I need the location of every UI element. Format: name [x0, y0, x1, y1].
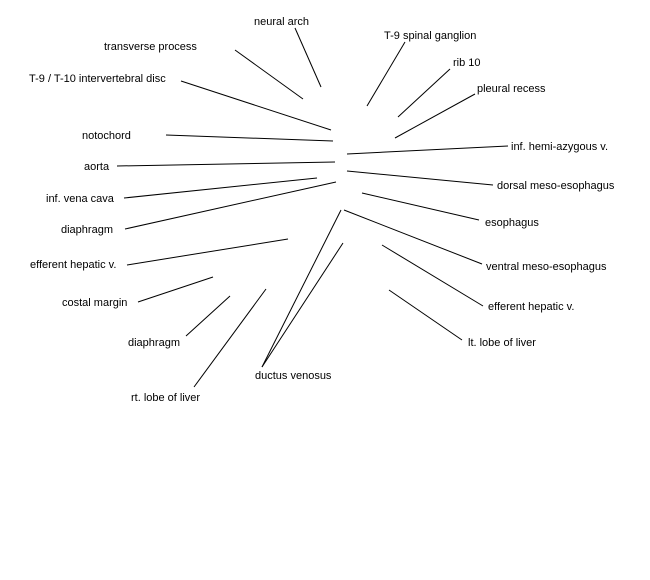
label-dorsal-meso-esophagus: dorsal meso-esophagus: [497, 180, 615, 192]
leader-dorsal-meso-esophagus: [346, 170, 494, 186]
label-esophagus: esophagus: [485, 217, 539, 229]
label-neural-arch: neural arch: [254, 16, 309, 28]
labels: neural arch transverse process T-9 / T-1…: [29, 16, 615, 404]
leader-lines: [116, 27, 509, 388]
leader-efferent-hepatic-right: [381, 244, 484, 307]
leader-rib-10: [397, 68, 451, 118]
leader-ventral-meso-esophagus: [343, 209, 483, 265]
label-notochord: notochord: [82, 130, 131, 142]
label-inf-vena-cava: inf. vena cava: [46, 193, 115, 205]
label-rt-lobe-liver: rt. lobe of liver: [131, 392, 200, 404]
leader-inf-vena-cava: [123, 177, 318, 199]
leader-spinal-ganglion: [366, 41, 406, 107]
leader-aorta: [116, 161, 336, 167]
leader-rt-lobe-liver: [193, 288, 267, 388]
label-aorta: aorta: [84, 161, 110, 173]
leader-transverse-process: [234, 49, 304, 100]
leader-ductus-venosus-1: [261, 209, 342, 368]
leader-diaphragm-left: [124, 181, 337, 230]
leader-efferent-hepatic-left: [126, 238, 289, 266]
label-inf-hemi-azygous: inf. hemi-azygous v.: [511, 141, 608, 153]
leader-lt-lobe-liver: [388, 289, 463, 341]
label-diaphragm-left: diaphragm: [61, 224, 113, 236]
leader-inf-hemi-azygous: [346, 145, 509, 155]
label-costal-margin: costal margin: [62, 297, 127, 309]
leader-costal-margin: [137, 276, 214, 303]
label-pleural-recess: pleural recess: [477, 83, 546, 95]
leader-neural-arch: [294, 27, 322, 88]
label-efferent-hepatic-left: efferent hepatic v.: [30, 259, 116, 271]
leader-ductus-venosus-2: [261, 242, 344, 368]
label-intervertebral-disc: T-9 / T-10 intervertebral disc: [29, 73, 166, 85]
label-ductus-venosus: ductus venosus: [255, 370, 332, 382]
leader-intervertebral-disc: [180, 80, 332, 131]
label-diaphragm-lower: diaphragm: [128, 337, 180, 349]
label-spinal-ganglion: T-9 spinal ganglion: [384, 30, 476, 42]
leader-diaphragm-lower: [185, 295, 231, 337]
leader-notochord: [165, 134, 334, 142]
label-transverse-process: transverse process: [104, 41, 197, 53]
label-lt-lobe-liver: lt. lobe of liver: [468, 337, 536, 349]
label-efferent-hepatic-right: efferent hepatic v.: [488, 301, 574, 313]
leader-esophagus: [361, 192, 480, 221]
label-ventral-meso-esophagus: ventral meso-esophagus: [486, 261, 607, 273]
label-rib-10: rib 10: [453, 57, 481, 69]
leader-pleural-recess: [394, 93, 476, 139]
